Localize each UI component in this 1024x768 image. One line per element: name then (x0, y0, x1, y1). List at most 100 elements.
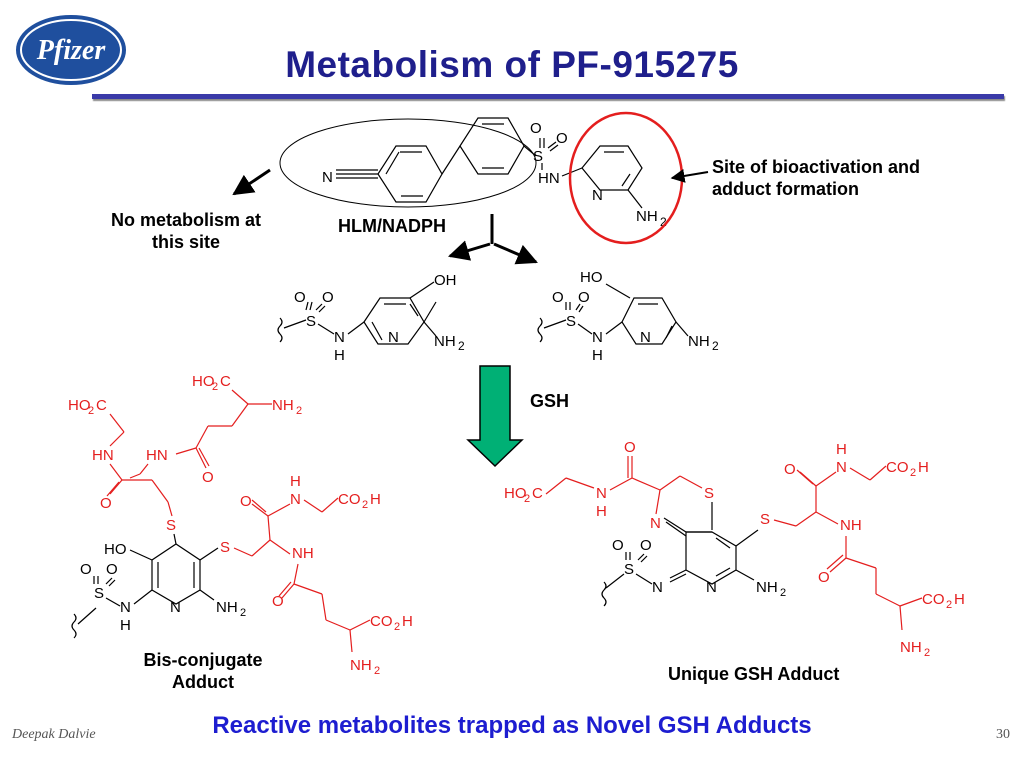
svg-text:S: S (166, 517, 176, 534)
svg-text:HO: HO (104, 541, 127, 558)
metabolite-hydroxy-1: S O O N H N OH NH 2 (277, 272, 465, 364)
svg-text:S: S (306, 313, 316, 330)
svg-text:2: 2 (240, 607, 246, 619)
svg-text:N: N (650, 515, 661, 532)
gsh-arrow (466, 365, 524, 468)
svg-text:O: O (240, 493, 252, 510)
svg-text:NH: NH (636, 208, 658, 225)
svg-text:O: O (552, 289, 564, 306)
svg-text:O: O (106, 561, 118, 578)
svg-text:CO: CO (886, 459, 909, 476)
branch-arrow-right (493, 242, 538, 265)
svg-text:2: 2 (660, 215, 667, 229)
bioactivation-pointer-arrow (670, 169, 709, 183)
svg-text:H: H (290, 473, 301, 490)
svg-text:C: C (532, 485, 543, 502)
svg-text:H: H (334, 347, 345, 364)
svg-text:NH: NH (688, 333, 710, 350)
svg-text:O: O (640, 537, 652, 554)
bottom-caption: Reactive metabolites trapped as Novel GS… (212, 712, 812, 739)
svg-text:NH: NH (216, 599, 238, 616)
svg-text:2: 2 (362, 499, 368, 511)
svg-text:O: O (294, 289, 306, 306)
svg-text:2: 2 (296, 405, 302, 417)
title-underline (92, 94, 1004, 99)
svg-text:2: 2 (524, 493, 530, 505)
svg-text:H: H (592, 347, 603, 364)
svg-text:H: H (370, 491, 381, 508)
branch-arrow-left (447, 240, 491, 261)
svg-text:O: O (100, 495, 112, 512)
svg-text:O: O (322, 289, 334, 306)
svg-text:2: 2 (924, 647, 930, 659)
svg-text:2: 2 (458, 339, 465, 353)
svg-text:O: O (784, 461, 796, 478)
svg-text:2: 2 (712, 339, 719, 353)
svg-text:H: H (918, 459, 929, 476)
svg-text:2: 2 (88, 405, 94, 417)
no-metabolism-label: No metabolism at this site (110, 210, 262, 252)
svg-text:N: N (388, 329, 399, 346)
svg-text:O: O (530, 120, 542, 137)
svg-text:HN: HN (146, 447, 168, 464)
no-metabolism-arrow (232, 168, 271, 196)
svg-text:H: H (120, 617, 131, 634)
svg-text:NH: NH (272, 397, 294, 414)
metabolite-hydroxy-2: S O O N H N HO NH 2 (537, 269, 719, 364)
svg-text:HN: HN (92, 447, 114, 464)
svg-text:CO: CO (338, 491, 361, 508)
svg-text:O: O (612, 537, 624, 554)
hlm-nadph-label: HLM/NADPH (338, 216, 446, 236)
svg-text:N: N (596, 485, 607, 502)
svg-text:HO: HO (504, 485, 527, 502)
svg-text:O: O (80, 561, 92, 578)
svg-text:O: O (272, 593, 284, 610)
svg-text:2: 2 (394, 621, 400, 633)
pfizer-logo: Pfizer (16, 15, 126, 85)
svg-text:N: N (706, 579, 717, 596)
svg-text:HO: HO (68, 397, 91, 414)
svg-text:H: H (836, 441, 847, 458)
svg-text:N: N (290, 491, 301, 508)
svg-text:C: C (220, 373, 231, 390)
svg-text:H: H (954, 591, 965, 608)
page-number: 30 (996, 727, 1010, 742)
svg-text:H: H (402, 613, 413, 630)
svg-text:NH: NH (434, 333, 456, 350)
svg-text:NH: NH (900, 639, 922, 656)
author-name: Deepak Dalvie (12, 727, 96, 742)
svg-text:H: H (596, 503, 607, 520)
svg-text:CO: CO (922, 591, 945, 608)
svg-text:N: N (592, 187, 603, 204)
svg-text:2: 2 (946, 599, 952, 611)
parent-compound: N S O O HN (279, 117, 667, 229)
svg-text:N: N (640, 329, 651, 346)
svg-text:O: O (578, 289, 590, 306)
logo-text: Pfizer (36, 35, 107, 66)
svg-text:S: S (760, 511, 770, 528)
svg-text:2: 2 (910, 467, 916, 479)
slide-title: Metabolism of PF-915275 (285, 44, 739, 85)
svg-text:N: N (652, 579, 663, 596)
gsh-label: GSH (530, 391, 570, 411)
svg-text:HN: HN (538, 170, 560, 187)
svg-text:HO: HO (192, 373, 215, 390)
svg-text:S: S (220, 539, 230, 556)
svg-text:S: S (94, 585, 104, 602)
svg-text:S: S (624, 561, 634, 578)
svg-text:O: O (202, 469, 214, 486)
svg-text:OH: OH (434, 272, 457, 289)
svg-text:N: N (592, 329, 603, 346)
svg-text:NH: NH (756, 579, 778, 596)
bioactivation-label: Site of bioactivation and adduct formati… (712, 157, 921, 199)
svg-text:2: 2 (780, 587, 786, 599)
unique-adduct-label: Unique GSH Adduct (668, 664, 840, 684)
svg-text:O: O (818, 569, 830, 586)
svg-text:O: O (624, 439, 636, 456)
svg-text:C: C (96, 397, 107, 414)
svg-text:N: N (334, 329, 345, 346)
svg-text:N: N (170, 599, 181, 616)
svg-text:S: S (533, 148, 543, 165)
svg-text:N: N (322, 169, 333, 186)
